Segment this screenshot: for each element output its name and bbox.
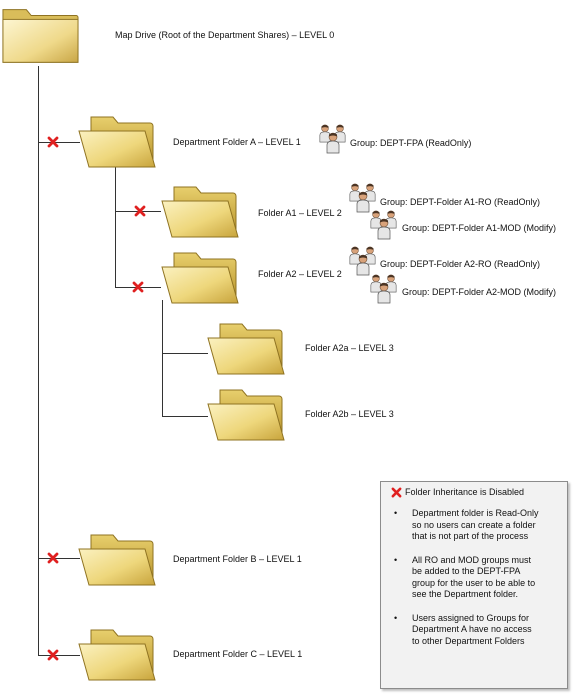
dept-b-folder-label: Department Folder B – LEVEL 1 xyxy=(173,554,302,564)
inheritance-disabled-icon xyxy=(47,649,59,661)
legend-title: Folder Inheritance is Disabled xyxy=(405,487,525,497)
connector-dept-c xyxy=(38,655,80,656)
connector-folder-a2a xyxy=(162,353,208,354)
legend-bullet-list: Department folder is Read-Only so no use… xyxy=(391,508,561,659)
inheritance-disabled-icon xyxy=(132,281,144,293)
inheritance-disabled-icon xyxy=(134,205,146,217)
folder-a2b-label: Folder A2b – LEVEL 3 xyxy=(305,409,394,419)
legend-bullet: Department folder is Read-Only so no use… xyxy=(391,508,540,543)
folder-a2-group-ro-label: Group: DEPT-Folder A2-RO (ReadOnly) xyxy=(380,259,541,269)
user-group-icon xyxy=(349,246,377,276)
user-group-icon xyxy=(319,124,347,154)
folder-a1-label: Folder A1 – LEVEL 2 xyxy=(258,208,342,218)
folder-a1-group-mod-label: Group: DEPT-Folder A1-MOD (Modify) xyxy=(402,223,557,233)
user-group-icon xyxy=(370,210,398,240)
folder-a2a-icon[interactable] xyxy=(206,320,286,376)
dept-c-folder-icon[interactable] xyxy=(77,626,157,682)
folder-a2-icon[interactable] xyxy=(160,249,240,305)
legend-bullet: Users assigned to Groups for Department … xyxy=(391,613,540,648)
folder-a2-label: Folder A2 – LEVEL 2 xyxy=(258,269,342,279)
connector-dept-a xyxy=(38,142,80,143)
root-folder-icon[interactable] xyxy=(1,4,79,66)
connector-folder-a2-trunk xyxy=(162,300,163,416)
legend-bullet: All RO and MOD groups must be added to t… xyxy=(391,555,540,601)
connector-dept-a-trunk xyxy=(115,165,116,288)
dept-a-folder-icon[interactable] xyxy=(77,113,157,169)
connector-folder-a2b xyxy=(162,416,208,417)
red-x-icon xyxy=(391,487,402,498)
folder-a2b-icon[interactable] xyxy=(206,386,286,442)
dept-b-folder-icon[interactable] xyxy=(77,531,157,587)
connector-dept-b xyxy=(38,558,80,559)
inheritance-disabled-icon xyxy=(47,136,59,148)
folder-a1-icon[interactable] xyxy=(160,183,240,239)
legend-header: Folder Inheritance is Disabled xyxy=(391,487,524,499)
folder-a2-group-mod-label: Group: DEPT-Folder A2-MOD (Modify) xyxy=(402,287,557,297)
legend-box: Folder Inheritance is Disabled Departmen… xyxy=(380,481,568,689)
dept-a-folder-label: Department Folder A – LEVEL 1 xyxy=(173,137,301,147)
connector-root-trunk xyxy=(38,66,39,656)
inheritance-disabled-icon xyxy=(47,552,59,564)
folder-a1-group-ro-label: Group: DEPT-Folder A1-RO (ReadOnly) xyxy=(380,197,541,207)
user-group-icon xyxy=(370,274,398,304)
root-folder-label: Map Drive (Root of the Department Shares… xyxy=(115,30,335,40)
dept-a-group-label: Group: DEPT-FPA (ReadOnly) xyxy=(350,138,472,148)
folder-a2a-label: Folder A2a – LEVEL 3 xyxy=(305,343,394,353)
user-group-icon xyxy=(349,183,377,213)
dept-c-folder-label: Department Folder C – LEVEL 1 xyxy=(173,649,303,659)
